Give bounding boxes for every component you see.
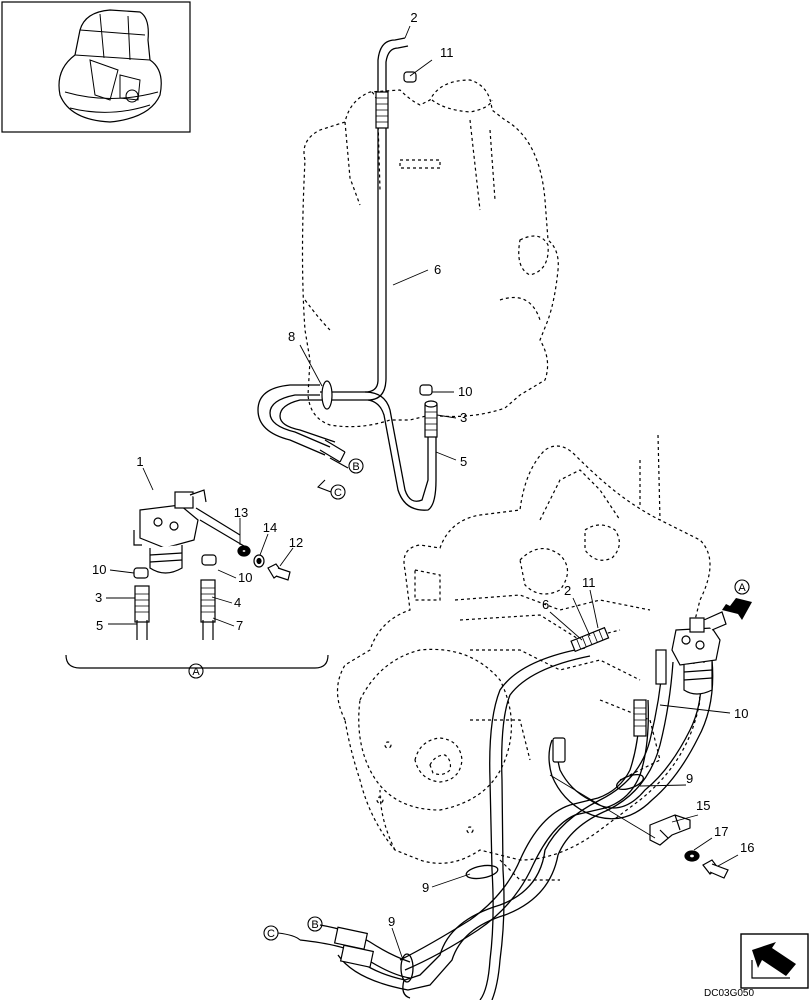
callout-10-right: 10 — [238, 570, 252, 585]
callout-12: 12 — [289, 535, 303, 550]
upper-hoses — [257, 37, 437, 511]
callout-15: 15 — [696, 798, 710, 813]
callout-13: 13 — [234, 505, 248, 520]
lower-engine-outline — [336, 434, 711, 881]
upper-fittings — [321, 71, 438, 438]
callout-2-lower: 2 — [564, 583, 571, 598]
callout-labels: 2 11 6 8 10 3 5 B C 1 13 14 12 10 10 3 4… — [92, 10, 754, 999]
callout-17: 17 — [714, 824, 728, 839]
callout-1: 1 — [136, 454, 143, 469]
fuel-filter-installed — [671, 611, 727, 695]
upper-hose-ends — [319, 439, 349, 469]
callout-4: 4 — [234, 595, 241, 610]
callout-9-right: 9 — [686, 771, 693, 786]
connector-marks — [188, 458, 750, 941]
callout-7: 7 — [236, 618, 243, 633]
view-a-label: A — [738, 582, 746, 594]
section-a-label: A — [192, 666, 200, 678]
connector-b-upper: B — [352, 461, 359, 473]
clamps — [400, 773, 644, 999]
lower-hoses — [299, 647, 714, 1000]
view-direction-arrow-icon — [722, 598, 752, 620]
callout-8: 8 — [288, 329, 295, 344]
bracket-and-bolt — [649, 814, 729, 879]
upper-engine-outline — [301, 79, 559, 428]
callout-9-middle: 9 — [422, 880, 429, 895]
callout-9-bottom: 9 — [388, 914, 395, 929]
callout-10-left: 10 — [92, 562, 106, 577]
leader-lines — [106, 25, 739, 961]
callout-14: 14 — [263, 520, 277, 535]
callout-3-upper: 3 — [460, 410, 467, 425]
callout-10-upper: 10 — [458, 384, 472, 399]
connector-c-upper: C — [334, 487, 342, 499]
connector-b-lower: B — [311, 919, 318, 931]
drawing-code: DC03G050 — [704, 988, 754, 999]
callout-5-left: 5 — [96, 618, 103, 633]
callout-2-top: 2 — [410, 10, 417, 25]
machine-thumbnail — [1, 1, 191, 133]
callout-5-upper: 5 — [460, 454, 467, 469]
exploded-view-a — [65, 489, 329, 669]
callout-16: 16 — [740, 840, 754, 855]
callout-6-lower: 6 — [542, 597, 549, 612]
callout-6-upper: 6 — [434, 262, 441, 277]
next-page-arrow-icon[interactable] — [740, 933, 809, 989]
callout-11-lower: 11 — [582, 575, 596, 590]
callout-3-left: 3 — [95, 590, 102, 605]
callout-10-lower: 10 — [734, 706, 748, 721]
callout-11-top: 11 — [440, 45, 454, 60]
connector-c-lower: C — [267, 928, 275, 940]
